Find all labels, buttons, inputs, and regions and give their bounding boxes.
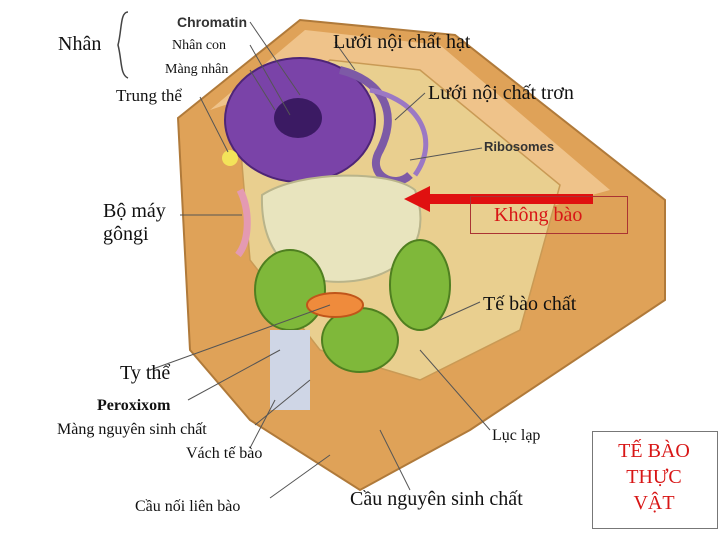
label-nucleus: Nhân (58, 33, 101, 56)
label-mitochondria: Ty thể (120, 362, 170, 385)
label-cytoplasm: Tế bào chất (483, 293, 576, 316)
label-cell-wall: Vách tế bào (186, 445, 262, 463)
label-nuclear-membrane: Màng nhân (165, 62, 228, 78)
label-chloroplast: Lục lạp (492, 427, 540, 445)
title: TẾ BÀO THỰC VẬT (592, 438, 716, 516)
label-plasmodesma-connector: Cầu nối liên bào (135, 498, 240, 516)
label-chromatin: Chromatin (177, 14, 247, 30)
chloroplast-shape-1 (255, 250, 325, 330)
label-centrosome: Trung thể (116, 86, 182, 106)
centrosome-shape (222, 150, 238, 166)
label-vacuole: Không bào (494, 204, 582, 227)
label-peroxisome: Peroxixom (97, 397, 170, 415)
label-ribosomes: Ribosomes (484, 140, 554, 155)
chloroplast-shape-2 (390, 240, 450, 330)
label-plasmodesmata: Cầu nguyên sinh chất (350, 488, 523, 511)
label-rough-er: Lưới nội chất hạt (333, 31, 471, 54)
nucleolus-shape (274, 98, 322, 138)
mitochondrion-shape (307, 293, 363, 317)
label-plasma-membrane: Màng nguyên sinh chất (57, 421, 207, 439)
label-smooth-er: Lưới nội chất trơn (428, 82, 574, 105)
plasma-membrane-strip (270, 330, 310, 410)
nucleus-bracket (118, 12, 128, 78)
label-golgi: Bộ máy gôngi (103, 200, 166, 246)
label-nucleolus: Nhân con (172, 38, 226, 54)
